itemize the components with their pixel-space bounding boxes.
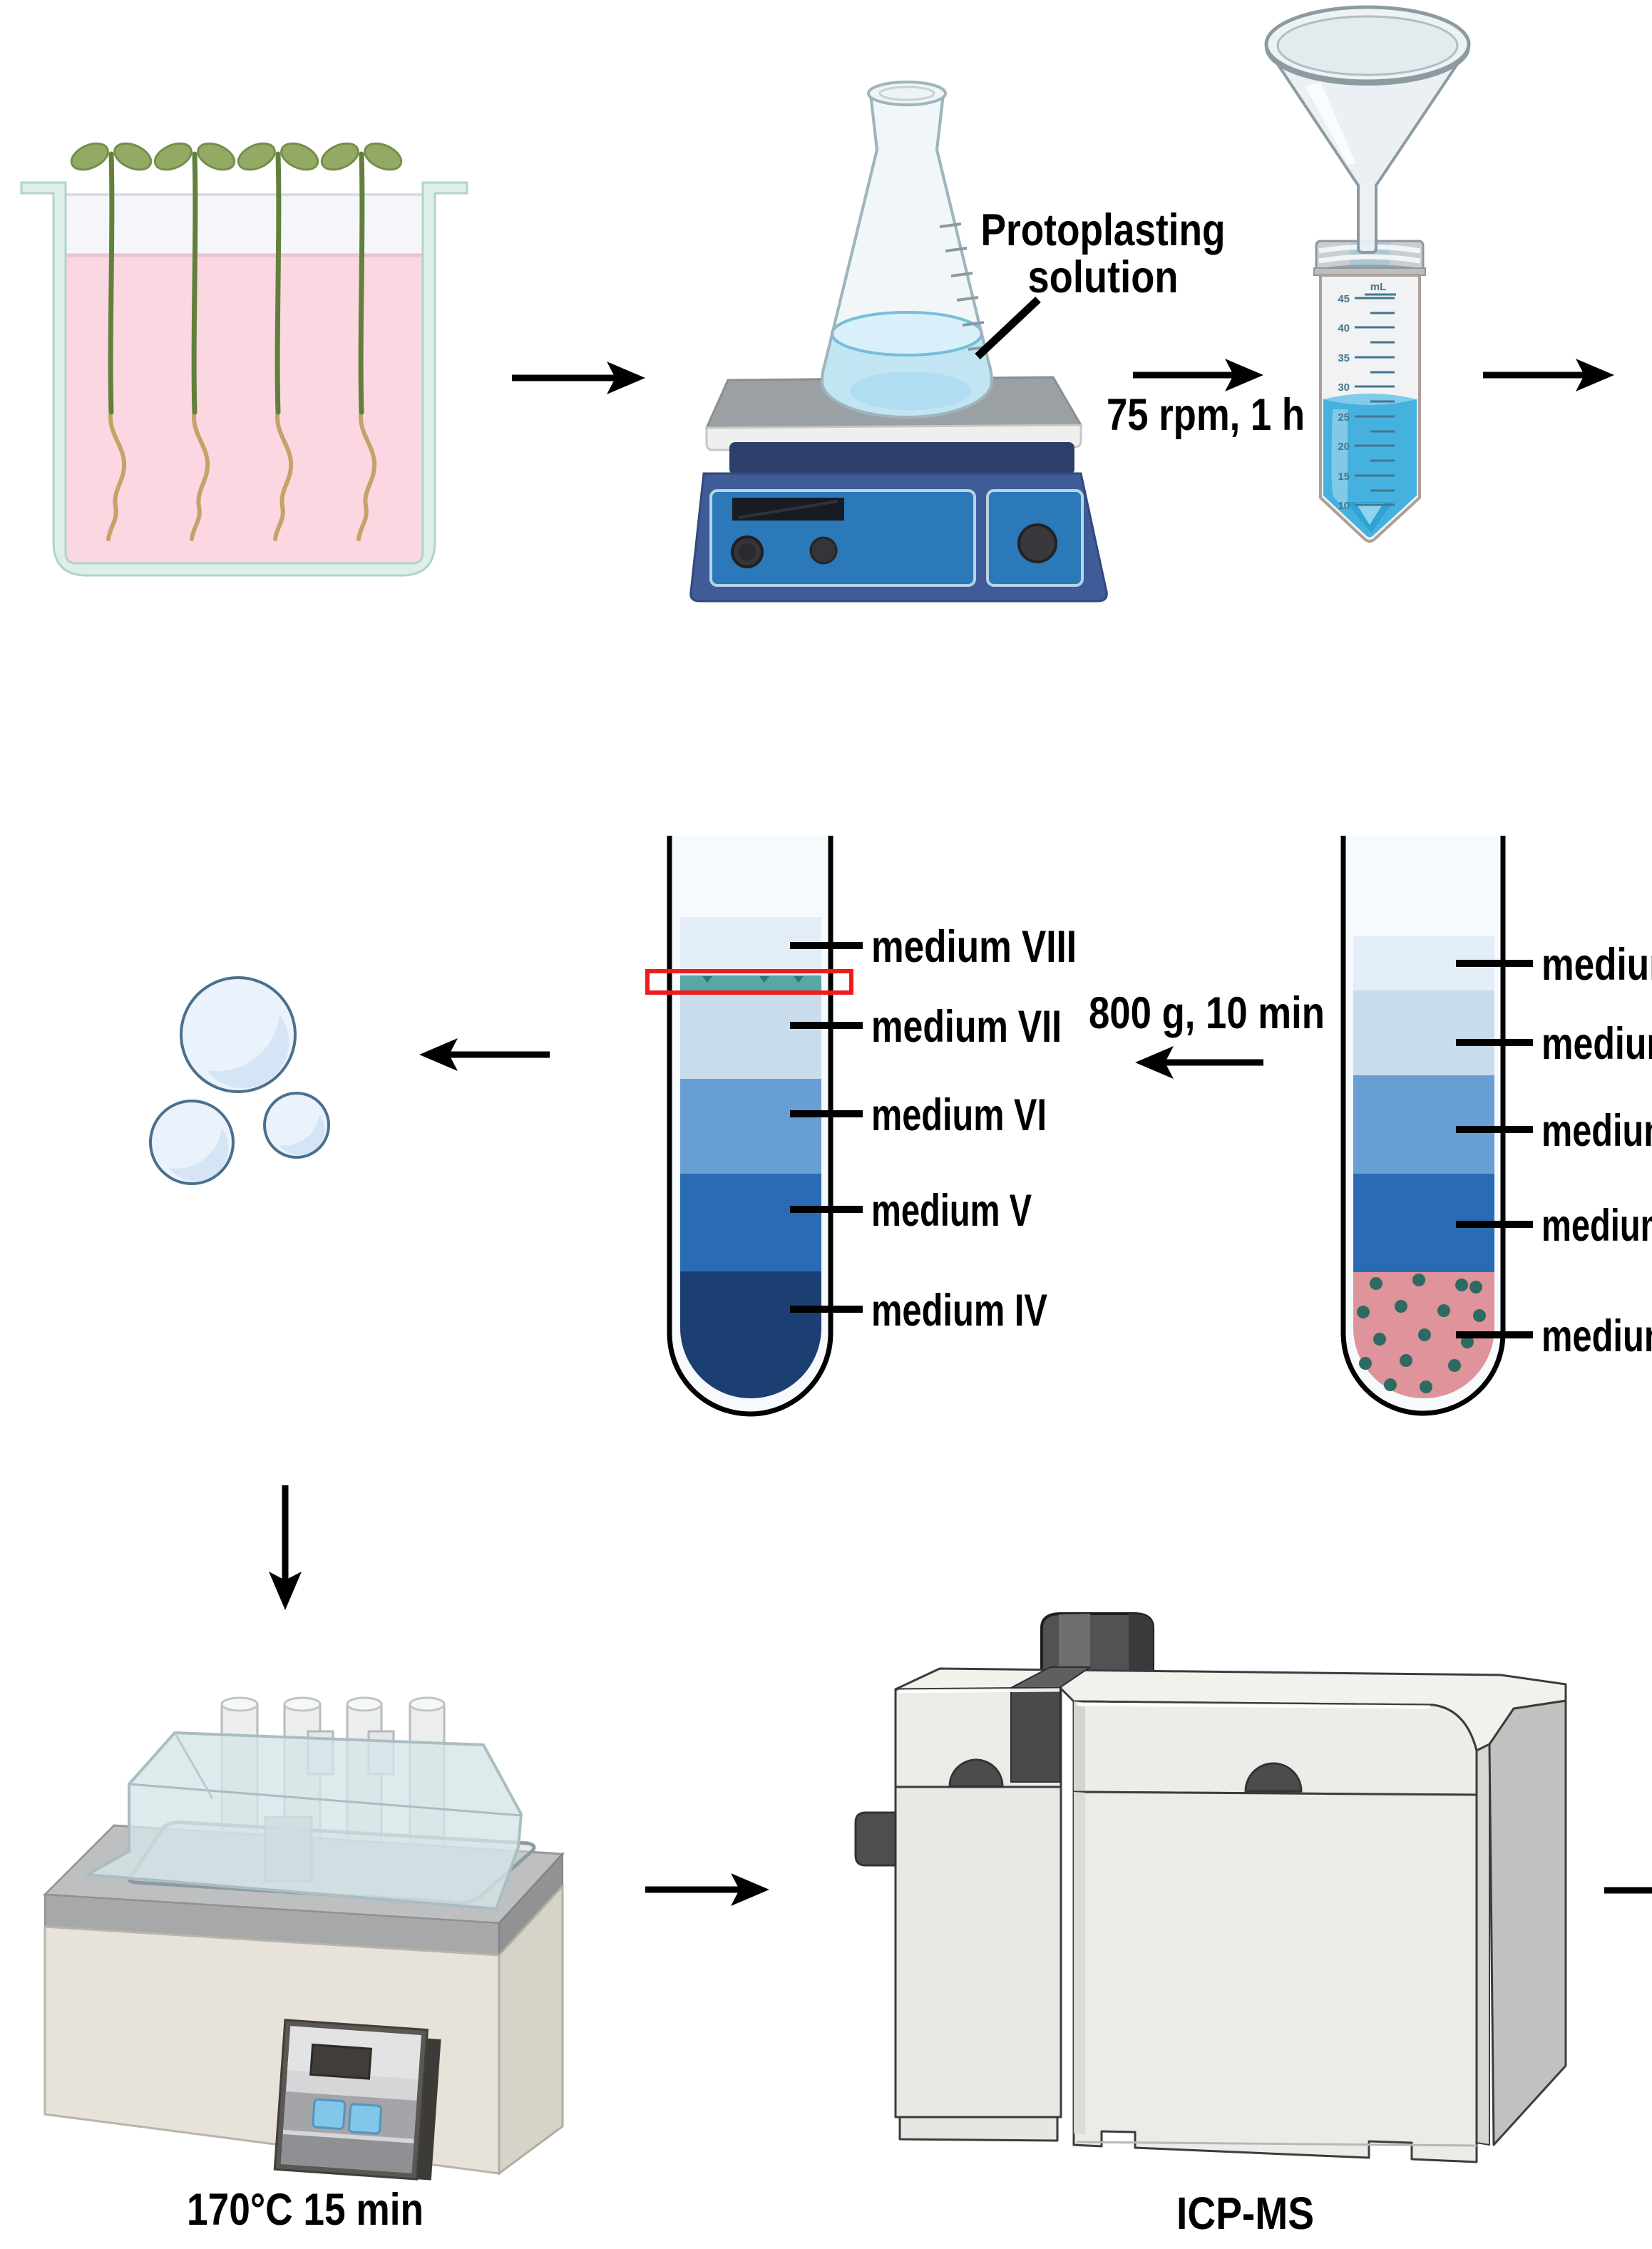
svg-text:800 g, 10 min: 800 g, 10 min — [1089, 988, 1325, 1038]
svg-text:medium IV: medium IV — [871, 1286, 1047, 1336]
svg-text:20: 20 — [1338, 441, 1350, 453]
svg-text:medium VIII: medium VIII — [1541, 940, 1652, 990]
svg-text:medium VII: medium VII — [1541, 1019, 1652, 1069]
svg-text:ICP-MS: ICP-MS — [1176, 2188, 1314, 2239]
svg-text:medium VII: medium VII — [871, 1002, 1062, 1052]
svg-text:40: 40 — [1338, 322, 1350, 334]
svg-text:25: 25 — [1338, 411, 1350, 424]
svg-text:30: 30 — [1338, 381, 1350, 394]
svg-text:10: 10 — [1338, 500, 1350, 512]
svg-text:medium V: medium V — [1541, 1201, 1652, 1251]
svg-text:35: 35 — [1338, 352, 1350, 364]
svg-text:medium V: medium V — [871, 1186, 1032, 1236]
svg-text:75 rpm, 1 h: 75 rpm, 1 h — [1107, 390, 1305, 440]
svg-text:medium VI: medium VI — [1541, 1106, 1652, 1156]
svg-text:45: 45 — [1338, 293, 1350, 305]
svg-text:15: 15 — [1338, 471, 1350, 483]
svg-text:170°C 15 min: 170°C 15 min — [187, 2185, 424, 2235]
svg-text:medium IV: medium IV — [1541, 1311, 1652, 1361]
svg-text:solution: solution — [1028, 252, 1179, 302]
svg-text:Protoplasting: Protoplasting — [981, 205, 1226, 255]
svg-text:mL: mL — [1370, 281, 1387, 293]
svg-text:medium VIII: medium VIII — [871, 922, 1077, 972]
svg-text:medium VI: medium VI — [871, 1090, 1047, 1140]
